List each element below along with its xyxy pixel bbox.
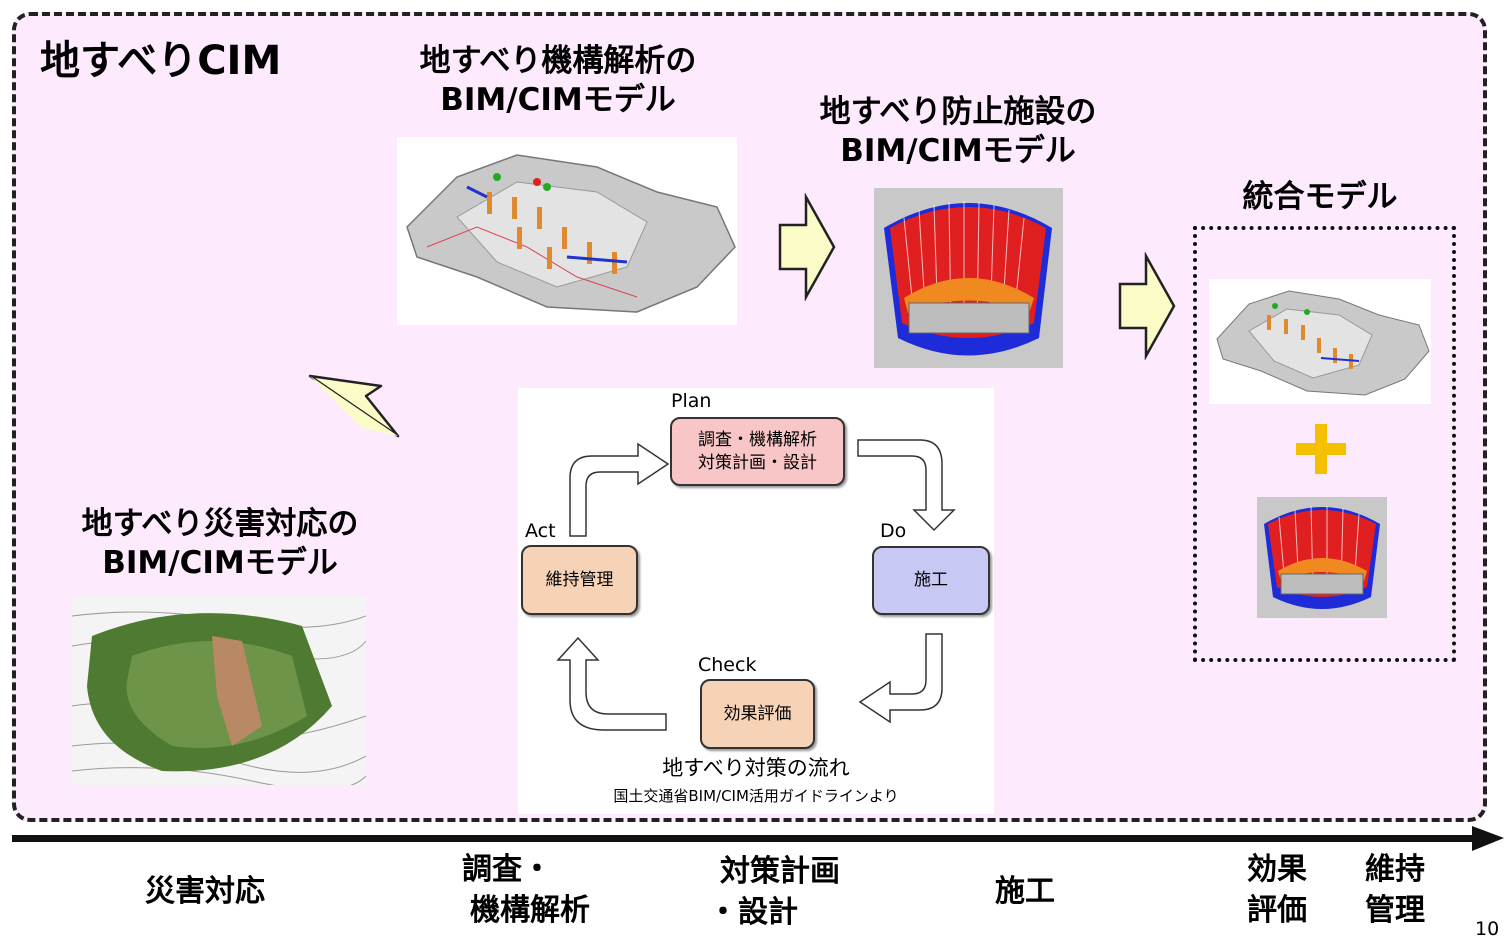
timeline-survey: 調査・ 機構解析: [462, 852, 590, 928]
timeline-construction: 施工: [995, 874, 1055, 909]
prevention-model-image: [874, 188, 1063, 368]
check-label: Check: [698, 654, 757, 676]
diagonal-arrow: [308, 374, 400, 438]
plan-box: 調査・機構解析 対策計画・設計: [670, 417, 845, 486]
page-title: 地すべりCIM: [40, 38, 282, 84]
plus-icon: [1296, 424, 1346, 474]
page-number: 10: [1475, 918, 1500, 940]
right-arrow-2: [1118, 252, 1176, 360]
act-label: Act: [525, 520, 556, 542]
timeline-plan: 対策計画 ・設計: [708, 854, 840, 930]
do-box: 施工: [872, 546, 990, 615]
do-label: Do: [880, 520, 907, 542]
prevention-model-heading: 地すべり防止施設の BIM/CIMモデル: [819, 94, 1097, 169]
integrated-prevention-image: [1257, 497, 1387, 618]
timeline-evaluation: 効果 評価: [1247, 852, 1307, 928]
mechanism-model-image: [397, 137, 737, 325]
pdca-cycle-arrows: [556, 439, 956, 731]
mechanism-model-heading: 地すべり機構解析の BIM/CIMモデル: [419, 43, 697, 118]
timeline-disaster: 災害対応: [145, 874, 265, 909]
integrated-model-frame: [1193, 226, 1456, 662]
disaster-model-heading: 地すべり災害対応の BIM/CIMモデル: [81, 506, 359, 581]
plan-label: Plan: [671, 390, 712, 412]
pdca-source: 国土交通省BIM/CIM活用ガイドラインより: [613, 787, 899, 805]
check-box: 効果評価: [700, 679, 815, 749]
timeline-maintenance: 維持 管理: [1365, 852, 1425, 928]
integrated-mechanism-image: [1209, 279, 1431, 404]
act-box: 維持管理: [521, 545, 638, 615]
right-arrow-1: [778, 193, 836, 301]
disaster-model-image: [72, 596, 366, 785]
timeline-arrow: [12, 826, 1504, 851]
pdca-caption: 地すべり対策の流れ: [662, 756, 850, 780]
integrated-model-heading: 統合モデル: [1242, 179, 1398, 215]
